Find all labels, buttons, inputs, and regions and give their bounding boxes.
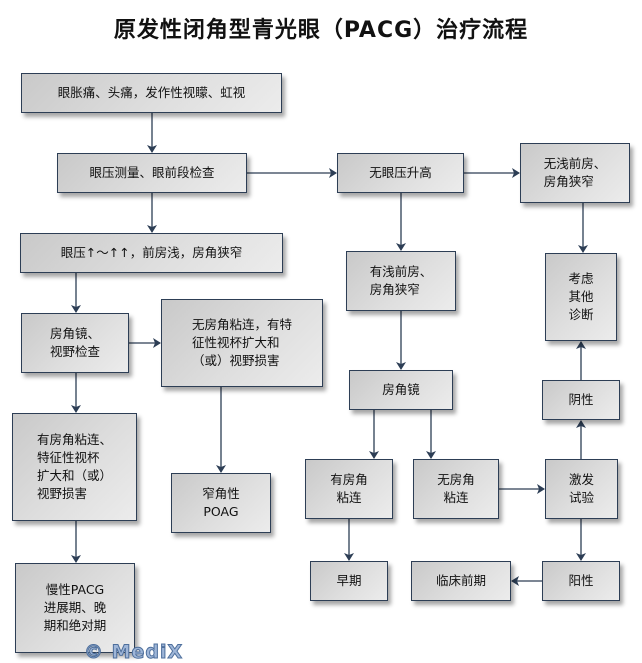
node-label: 临床前期	[435, 573, 486, 588]
node-chronic-pacg: 慢性PACG 进展期、晚 期和绝对期	[15, 563, 135, 653]
node-label: 房角镜、 视野检查	[49, 326, 100, 359]
node-label: 慢性PACG 进展期、晚 期和绝对期	[43, 582, 107, 633]
node-pas-cupping: 有房角粘连、 特征性视杯 扩大和（或） 视野损害	[12, 413, 137, 521]
node-no-iop-high: 无眼压升高	[337, 153, 464, 193]
node-label: 阴性	[568, 392, 594, 407]
node-label: 眼胀痛、头痛，发作性视矇、虹视	[57, 85, 246, 100]
node-label: 眼压测量、眼前段检查	[89, 165, 215, 180]
node-label: 考虑 其他 诊断	[568, 271, 594, 322]
node-narrow-poag: 窄角性 POAG	[171, 473, 271, 533]
node-label: 无房角粘连，有特 征性视杯扩大和 （或）视野损害	[191, 317, 292, 368]
node-positive: 阳性	[542, 561, 620, 601]
node-gonio-vf: 房角镜、 视野检查	[21, 313, 129, 373]
node-label: 窄角性 POAG	[202, 486, 240, 519]
node-no-pas: 无房角 粘连	[413, 459, 499, 519]
node-no-shallow-chamber: 无浅前房、 房角狭窄	[520, 143, 630, 203]
node-negative: 阴性	[542, 380, 620, 420]
node-iop-exam: 眼压测量、眼前段检查	[57, 153, 247, 193]
node-label: 无房角 粘连	[437, 472, 475, 505]
node-label: 有房角粘连、 特征性视杯 扩大和（或） 视野损害	[36, 432, 112, 501]
node-label: 无眼压升高	[369, 165, 432, 180]
node-symptoms: 眼胀痛、头痛，发作性视矇、虹视	[21, 73, 282, 113]
node-label: 阳性	[568, 573, 594, 588]
node-other-diagnosis: 考虑 其他 诊断	[545, 253, 617, 341]
node-has-pas: 有房角 粘连	[305, 459, 393, 519]
node-iop-high: 眼压↑～↑↑，前房浅，房角狭窄	[20, 233, 283, 273]
node-early: 早期	[310, 561, 388, 601]
watermark: © MediX	[83, 641, 184, 663]
node-shallow-chamber: 有浅前房、 房角狭窄	[346, 251, 456, 311]
flowchart-title: 原发性闭角型青光眼（PACG）治疗流程	[113, 18, 529, 43]
node-label: 房角镜	[382, 382, 420, 397]
node-no-pas-cupping: 无房角粘连，有特 征性视杯扩大和 （或）视野损害	[161, 299, 323, 387]
node-label: 无浅前房、 房角狭窄	[543, 156, 607, 189]
node-provocative-test: 激发 试验	[545, 459, 618, 519]
node-label: 早期	[336, 573, 362, 588]
node-label: 眼压↑～↑↑，前房浅，房角狭窄	[60, 245, 243, 260]
node-label: 有房角 粘连	[330, 472, 368, 505]
node-preclinical: 临床前期	[411, 561, 511, 601]
node-label: 激发 试验	[568, 472, 594, 505]
node-gonioscopy: 房角镜	[349, 370, 453, 410]
node-label: 有浅前房、 房角狭窄	[369, 264, 433, 297]
